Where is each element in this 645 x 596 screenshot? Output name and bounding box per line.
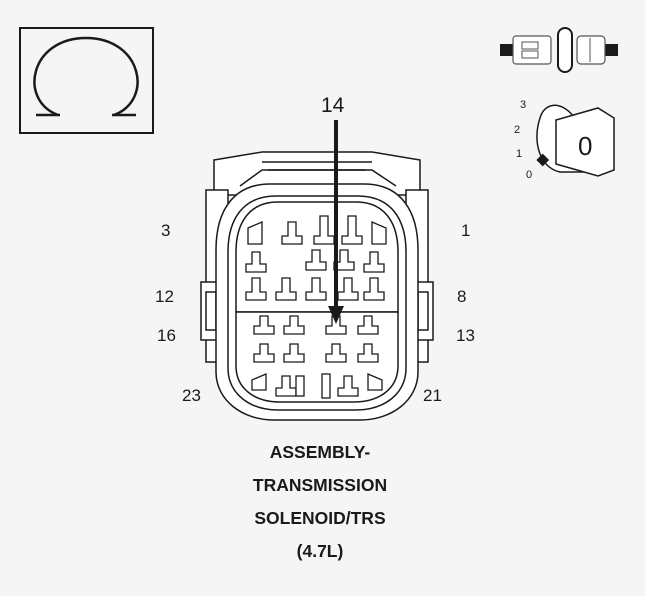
pin-cavity (337, 277, 359, 301)
pin-cavity (245, 277, 267, 301)
pin-cavity (295, 375, 305, 397)
pin-cavity (247, 221, 263, 245)
pin-cavity (325, 343, 347, 363)
caption-line-2: TRANSMISSION (252, 475, 388, 495)
ignition-position-1: 1 (516, 148, 522, 160)
pin-cavity (363, 277, 385, 301)
pin-cavity (283, 343, 305, 363)
ignition-position-2: 2 (514, 124, 520, 136)
pin-cavity (253, 315, 275, 335)
caption-line-3: SOLENOID/TRS (254, 508, 386, 528)
pin-cavity (337, 375, 359, 397)
ohm-icon (33, 36, 139, 117)
connector-pins (245, 215, 387, 399)
ignition-position-0: 0 (526, 169, 532, 181)
pin-cavity (357, 343, 379, 363)
pin-cavity (281, 221, 303, 245)
ohm-symbol-box (19, 27, 154, 134)
pin-cavity (245, 251, 267, 273)
pin-label-12: 12 (155, 287, 174, 306)
pin-cavity-14 (325, 315, 347, 335)
connector-caption: ASSEMBLY- TRANSMISSION SOLENOID/TRS (4.7… (170, 436, 470, 568)
pin-label-23: 23 (182, 386, 201, 405)
caption-line-4: (4.7L) (296, 541, 344, 561)
pin-cavity (363, 251, 385, 273)
pin-label-3: 3 (161, 221, 170, 240)
pin-label-13: 13 (456, 326, 475, 345)
pin-cavity (305, 249, 327, 271)
callout-pin-number: 14 (321, 94, 345, 117)
pin-cavity (357, 315, 379, 335)
pin-cavity (341, 215, 363, 245)
pin-cavity (251, 373, 267, 391)
pin-14-callout-arrow (328, 120, 344, 324)
pin-label-16: 16 (157, 326, 176, 345)
pin-cavity (283, 315, 305, 335)
pin-label-8: 8 (457, 287, 466, 306)
ignition-key-label: 0 (578, 131, 592, 161)
pin-label-21: 21 (423, 386, 442, 405)
pin-cavity (371, 221, 387, 245)
caption-line-1: ASSEMBLY- (269, 442, 371, 462)
pin-cavity (367, 373, 383, 391)
pin-cavity (305, 277, 327, 301)
pin-label-1: 1 (461, 221, 470, 240)
pin-cavity (253, 343, 275, 363)
pin-cavity (321, 373, 331, 399)
pin-cavity (275, 277, 297, 301)
ignition-key-icon: 3 2 1 0 0 (514, 99, 615, 181)
connector-probe-icon (500, 27, 618, 73)
ignition-position-3: 3 (520, 99, 526, 111)
